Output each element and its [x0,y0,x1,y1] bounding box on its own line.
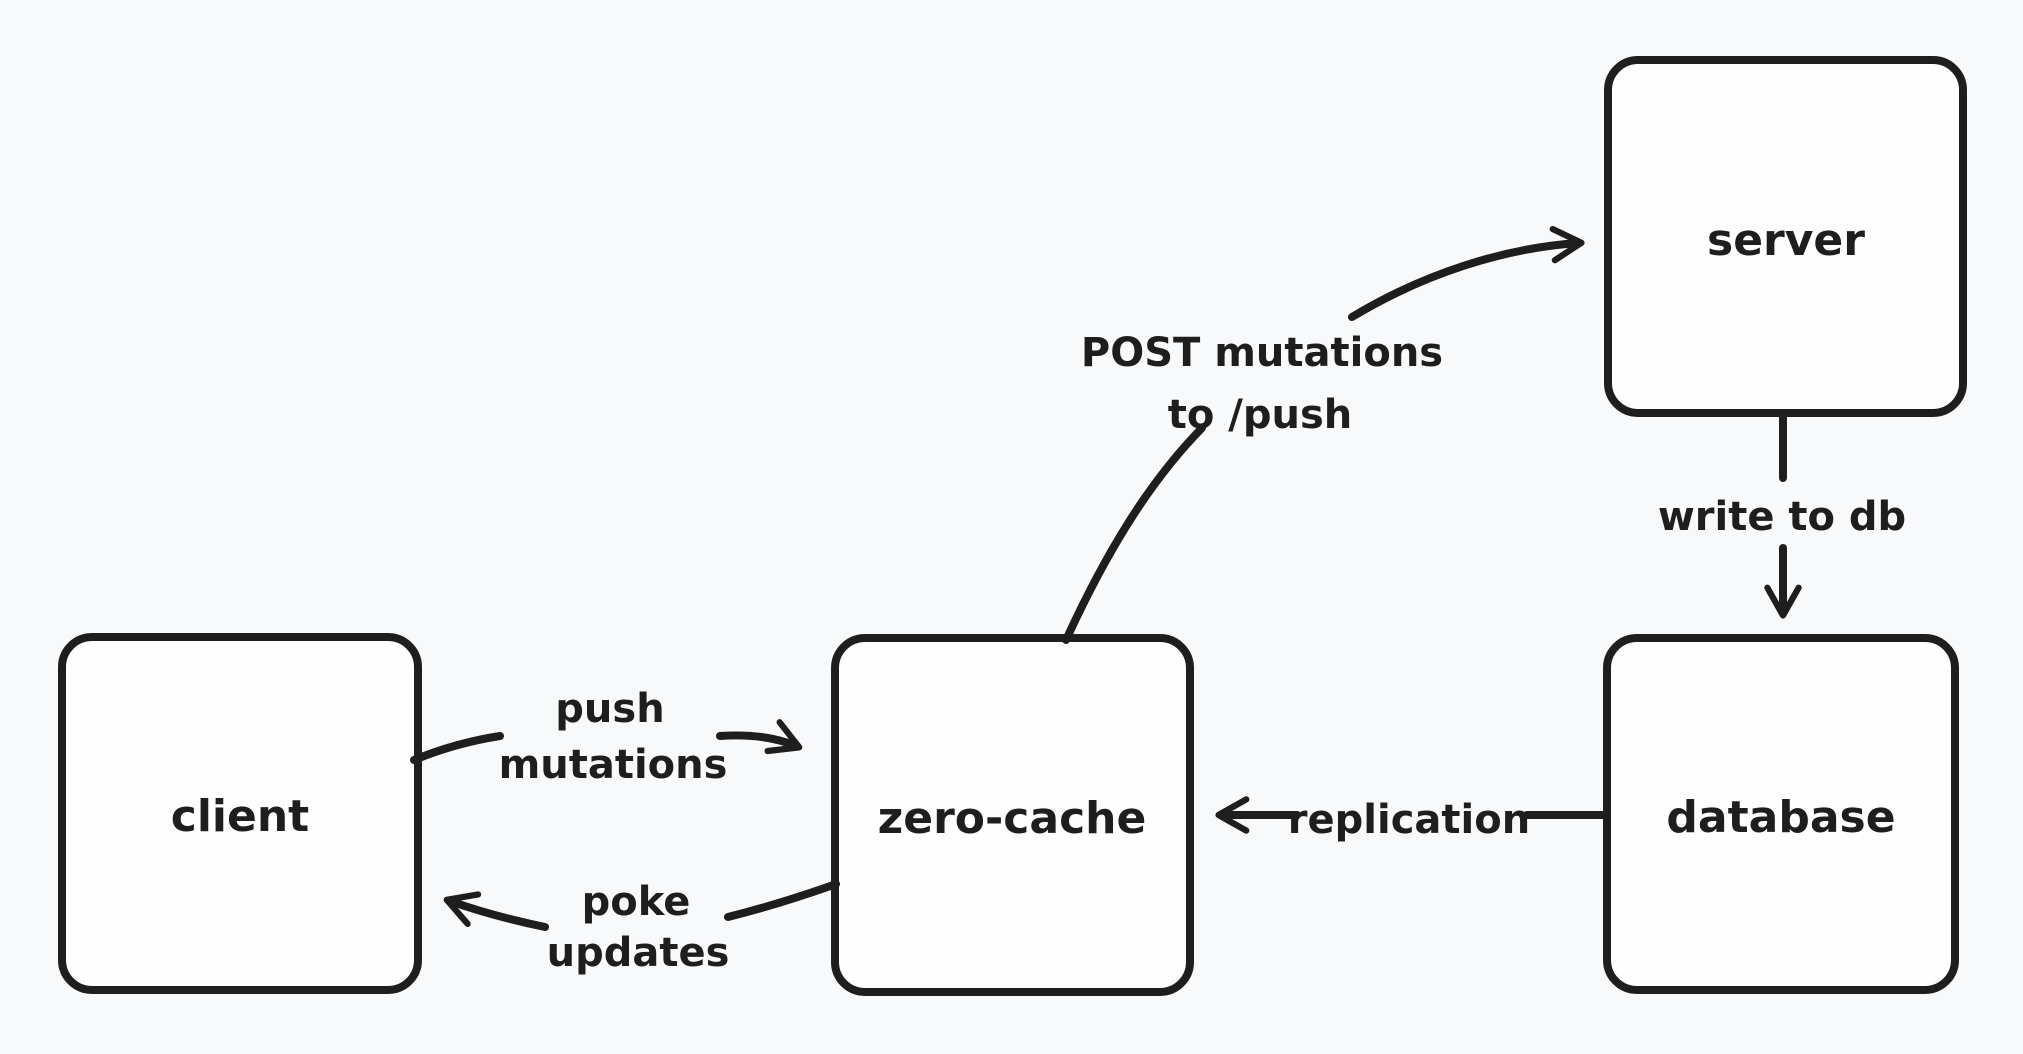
poke-updates-label-line1: poke [582,879,691,925]
server-label: server [1707,215,1865,266]
edge-poke-updates: poke updates [443,879,840,976]
node-client: client [58,633,422,994]
post-mutations-label-line1: POST mutations [1081,330,1443,376]
post-mutations-arrow-tail[interactable] [1062,424,1206,644]
zero-cache-box[interactable] [831,634,1194,996]
edge-post-mutations: POST mutations to /push [1062,225,1585,644]
post-mutations-arrow-head[interactable] [1348,225,1585,321]
edge-write-to-db: write to db [1658,412,1906,619]
node-zero-cache: zero-cache [831,634,1194,996]
push-mutations-arrow-head[interactable] [716,719,803,755]
poke-updates-arrow-tail[interactable] [724,880,840,921]
edge-replication: replication [1215,796,1610,843]
client-label: client [171,791,309,842]
poke-updates-arrow-head[interactable] [443,891,549,931]
edge-push-mutations: push mutations [410,686,803,788]
push-mutations-label-line1: push [555,686,664,732]
push-mutations-arrow-tail[interactable] [410,732,504,764]
poke-updates-label-line2: updates [547,930,730,976]
post-mutations-label-line2: to /push [1168,392,1353,438]
zero-cache-label: zero-cache [878,793,1147,844]
node-database: database [1603,634,1959,994]
push-mutations-label-line2: mutations [499,742,728,788]
replication-label: replication [1288,797,1530,843]
client-box[interactable] [58,633,422,994]
write-to-db-label: write to db [1658,494,1906,540]
node-server: server [1604,56,1967,417]
database-label: database [1666,792,1895,843]
